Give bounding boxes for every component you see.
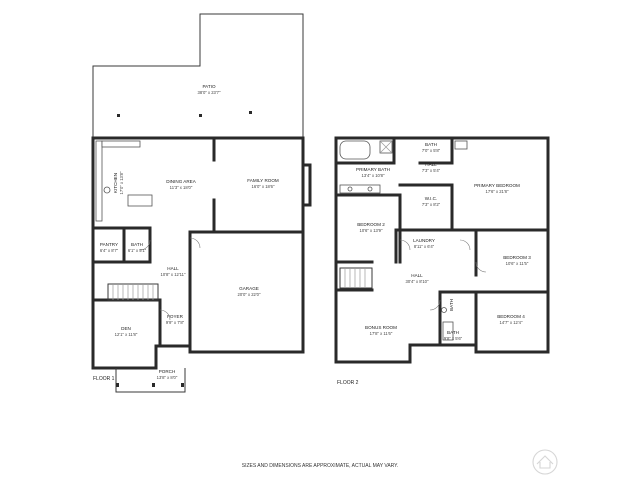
floor-1-label: FLOOR 1 [93, 376, 115, 382]
vanity [339, 184, 381, 194]
primary-bedroom-dim: 17'6" x 21'8" [486, 189, 509, 194]
bath-top-label: BATH [425, 142, 437, 147]
floor-2-plan: BATH 7'0" x 5'8" HALL 7'3" x 5'4" PRIMAR… [334, 136, 550, 386]
door-swing [429, 299, 441, 311]
family-room-label: FAMILY ROOM [247, 178, 279, 183]
laundry-wall [394, 228, 454, 264]
hall-top-dim: 7'3" x 5'4" [422, 168, 441, 173]
bedroom-2-dim: 10'6" x 13'9" [360, 228, 383, 233]
floor-1-plan: PATIO 38'0" x 23'7" KITCHEN 17'0" x 13'8… [91, 13, 312, 393]
bath-dim: 6'1" x 5'1" [128, 248, 147, 253]
hall-mid-label: HALL [411, 273, 423, 278]
foyer-label: FOYER [167, 314, 184, 319]
bath-side-label: BATH [449, 299, 454, 311]
door-swing [475, 261, 487, 273]
watermark-logo [532, 449, 558, 475]
primary-bedroom-wall [450, 183, 478, 232]
den-label: DEN [121, 326, 131, 331]
bath-low-label: BATH [447, 330, 459, 335]
porch-outline [115, 368, 186, 393]
primary-bath-label: PRIMARY BATH [356, 167, 390, 172]
door-swing [459, 239, 471, 251]
patio-post [249, 111, 252, 114]
patio-dim: 38'0" x 23'7" [198, 90, 221, 95]
bathtub [339, 140, 371, 160]
bedroom-4-dim: 14'7" x 12'4" [500, 320, 523, 325]
dining-dim: 11'3" x 18'0" [170, 185, 193, 190]
floor2-top-wall [334, 136, 550, 232]
pantry-dim: 6'4" x 8'7" [100, 248, 119, 253]
primary-bedroom-label: PRIMARY BEDROOM [474, 183, 520, 188]
kitchen-label: KITCHEN [113, 173, 118, 193]
bath-low-dim: 9'8" x 5'6" [444, 336, 463, 341]
tub [442, 321, 454, 341]
floor-2-label: FLOOR 2 [337, 380, 359, 386]
porch-post [152, 383, 155, 387]
kitchen-dim: 17'0" x 13'8" [119, 171, 124, 194]
porch-dim: 13'8" x 8'0" [157, 375, 178, 380]
bonus-room-dim: 17'8" x 11'6" [370, 331, 393, 336]
dining-label: DINING AREA [166, 179, 197, 184]
bath-top-dim: 7'0" x 5'8" [422, 148, 441, 153]
bath-vanity [454, 140, 468, 150]
bedroom-4-label: BEDROOM 4 [497, 314, 525, 319]
bedroom3-wall [474, 228, 550, 277]
laundry-dim: 8'11" x 6'4" [414, 244, 435, 249]
patio-outline [92, 13, 304, 137]
hall-top-label: HALL [425, 162, 437, 167]
stairs [107, 283, 159, 301]
hall-top-wall [418, 136, 454, 165]
pantry-label: PANTRY [100, 242, 118, 247]
garage-label: GARAGE [239, 286, 259, 291]
pantry-bath-wall [91, 226, 152, 264]
den-dim: 12'1" x 11'8" [115, 332, 138, 337]
hall-label: HALL [167, 266, 179, 271]
bath-label: BATH [131, 242, 143, 247]
door-swing [399, 239, 411, 251]
porch-label: PORCH [159, 369, 176, 374]
wic-label: W.I.C. [425, 196, 438, 201]
bedroom-3-label: BEDROOM 3 [503, 255, 531, 260]
hall-dim: 10'8" x 12'11" [161, 272, 186, 277]
family-room-dim: 16'0" x 18'6" [252, 184, 275, 189]
stairs [339, 267, 373, 289]
laundry-label: LAUNDRY [413, 238, 435, 243]
foyer-dim: 9'9" x 7'8" [166, 320, 185, 325]
door-swing [159, 309, 171, 321]
hall-mid-dim: 30'4" x 8'10" [406, 279, 429, 284]
patio-post [199, 114, 202, 117]
garage-dim: 20'0" x 22'0" [238, 292, 261, 297]
door-swing [139, 239, 151, 251]
bedroom-3-dim: 10'6" x 11'5" [506, 261, 529, 266]
porch-post [116, 383, 119, 387]
bonus-room-label: BONUS ROOM [365, 325, 397, 330]
bedroom-2-label: BEDROOM 2 [357, 222, 385, 227]
primary-bath-dim: 13'4" x 10'8" [362, 173, 385, 178]
sink [103, 186, 111, 194]
kitchen-counter [95, 140, 103, 222]
floor1-top-wall [91, 136, 305, 234]
kitchen-counter [101, 140, 141, 148]
fireplace-bump [301, 163, 312, 207]
floor1-left-wall [91, 136, 158, 370]
porch-post [181, 383, 184, 387]
sink [347, 186, 353, 192]
disclaimer-text: SIZES AND DIMENSIONS ARE APPROXIMATE, AC… [242, 463, 399, 469]
kitchen-island [127, 194, 153, 207]
sink [367, 186, 373, 192]
toilet [441, 307, 447, 313]
patio-post [117, 114, 120, 117]
floor2-left-wall [334, 136, 412, 364]
wic-dim: 7'3" x 8'2" [422, 202, 441, 207]
door-swing [189, 237, 201, 249]
patio-label: PATIO [202, 84, 216, 89]
floor1-bottom-wall [154, 230, 305, 370]
